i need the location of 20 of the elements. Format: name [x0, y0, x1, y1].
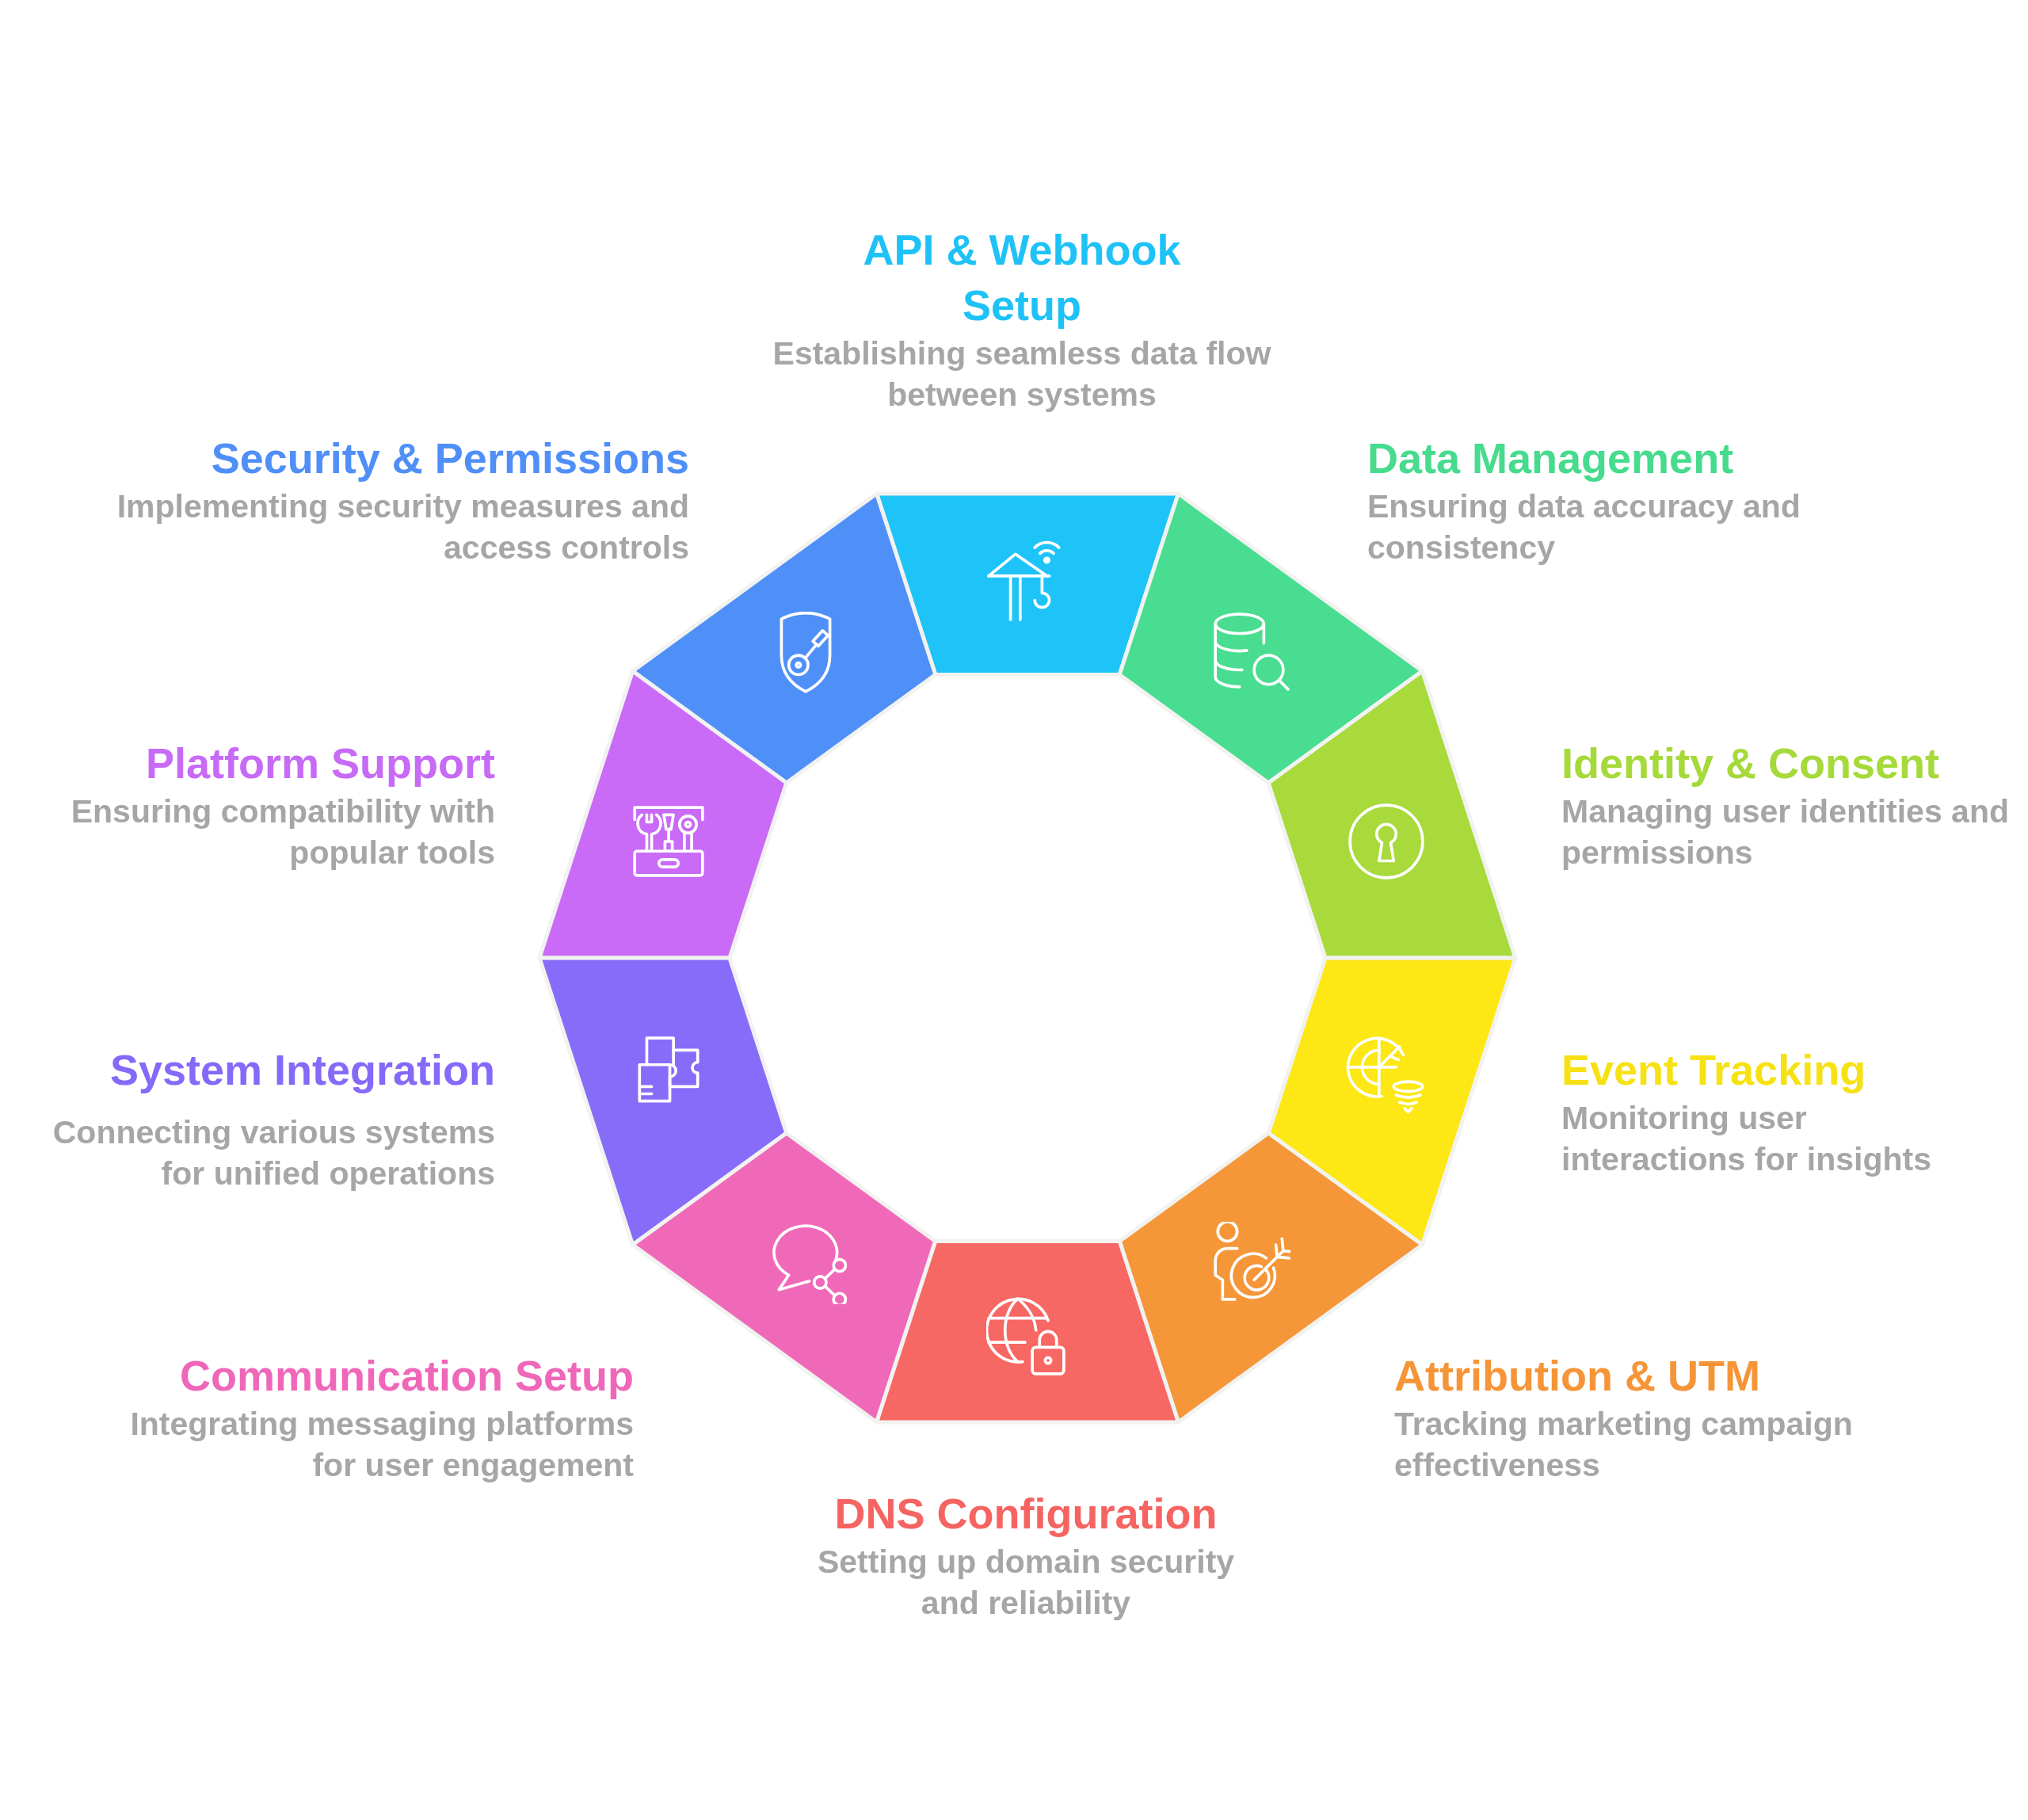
step-title: Platform Support	[145, 738, 495, 788]
step-title: API & Webhook Setup	[862, 225, 1182, 330]
step-description: Setting up domain security and reliability	[816, 1543, 1236, 1623]
step-description: Ensuring compatibility with popular tools	[70, 792, 495, 872]
step-title: System Integration	[109, 1045, 495, 1095]
step-title: DNS Configuration	[833, 1489, 1218, 1539]
step-description: Implementing security measures and access controls	[116, 487, 689, 567]
step-description: Establishing seamless data flow between systems	[772, 334, 1272, 414]
step-title: Event Tracking	[1561, 1045, 1867, 1095]
step-title: Security & Permissions	[210, 433, 689, 483]
step-description: Managing user identities and permissions	[1561, 792, 2010, 872]
step-title: Data Management	[1367, 433, 1735, 483]
step-description: Tracking marketing campaign effectiveness	[1394, 1405, 1854, 1485]
step-description: Ensuring data accuracy and consistency	[1367, 487, 1801, 567]
step-title: Identity & Consent	[1561, 738, 1940, 788]
step-description: Monitoring user interactions for insights	[1561, 1099, 1932, 1179]
step-description: Integrating messaging platforms for user engagement	[129, 1405, 634, 1485]
step-title: Communication Setup	[179, 1351, 634, 1401]
step-title: Attribution & UTM	[1394, 1351, 1761, 1401]
step-description: Connecting various systems for unified operations	[51, 1113, 495, 1193]
